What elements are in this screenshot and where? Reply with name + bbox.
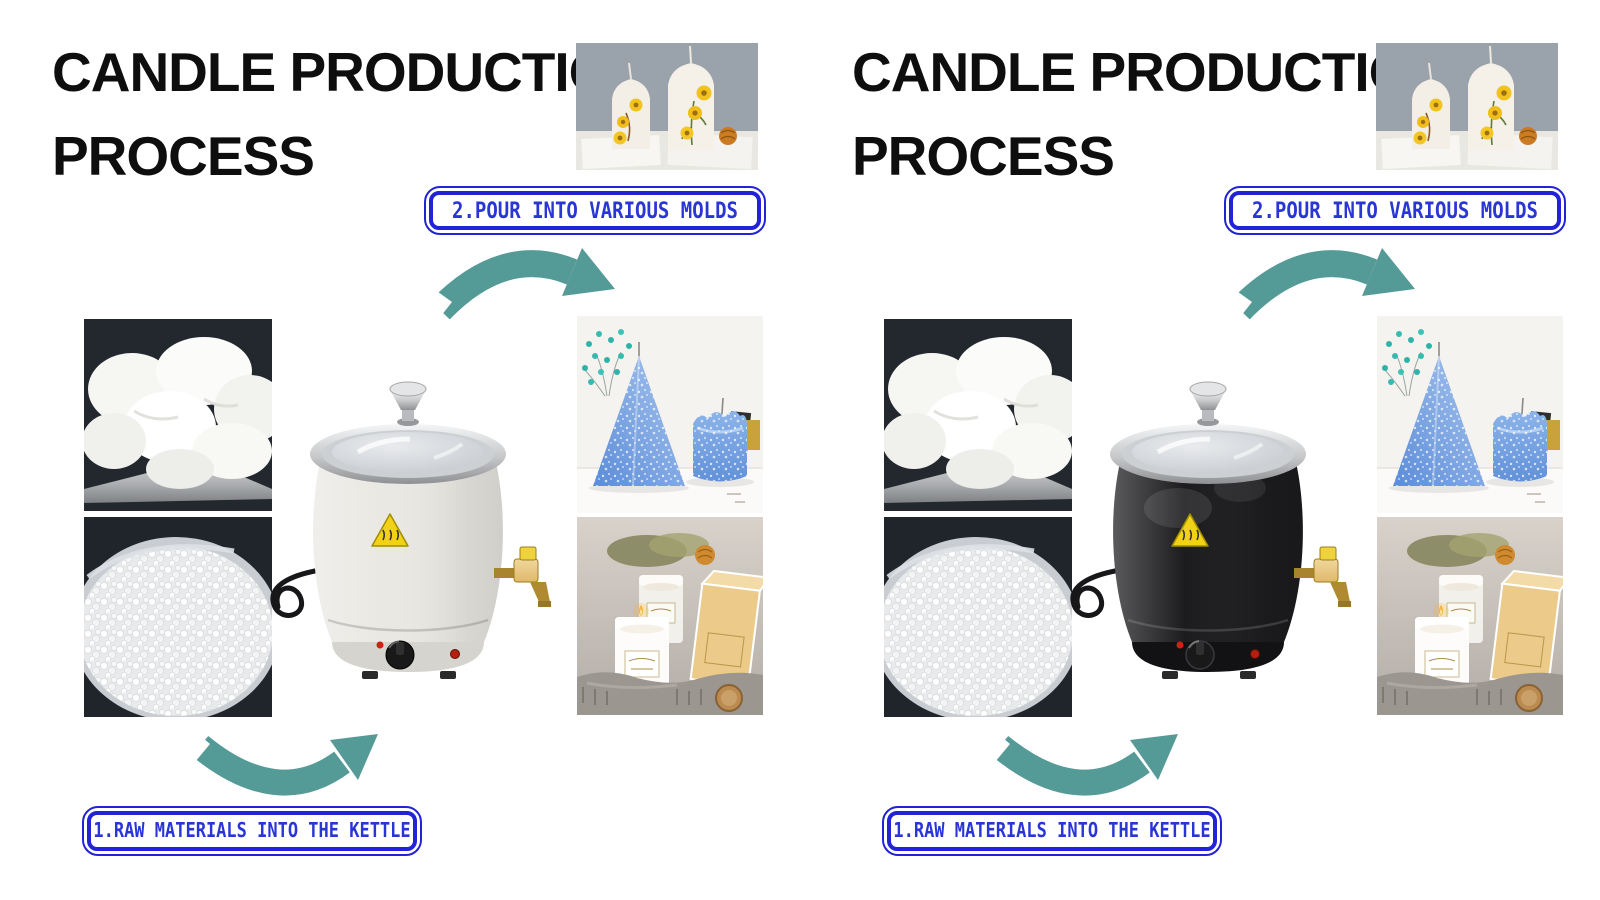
title-line-2: PROCESS	[52, 125, 315, 187]
arrow-raw-to-kettle	[184, 716, 386, 804]
raw-wax-chunks-photo	[84, 319, 272, 511]
step-1-label-box: 1.RAW MATERIALS INTO THE KETTLE	[882, 806, 1222, 856]
teal-dried-flowers	[1382, 329, 1432, 397]
finished-candles-photo	[1376, 43, 1558, 170]
step-2-label: 2.POUR INTO VARIOUS MOLDS	[452, 197, 738, 224]
finished-candles-photo	[576, 43, 758, 170]
step-2-label-inner: 2.POUR INTO VARIOUS MOLDS	[429, 191, 761, 230]
step-1-label-box: 1.RAW MATERIALS INTO THE KETTLE	[82, 806, 422, 856]
brass-tap	[1294, 546, 1351, 607]
blue-mold-candles-photo	[577, 316, 763, 513]
blue-mold-candles-photo	[1377, 316, 1563, 513]
title-line-1: CANDLE PRODUCTION	[852, 41, 1450, 103]
arrow-kettle-to-molds	[1224, 236, 1426, 334]
sunflower-dots	[613, 85, 712, 145]
process-panel-black-kettle: CANDLE PRODUCTION PROCESS	[800, 0, 1600, 900]
page-title: CANDLE PRODUCTION PROCESS	[52, 30, 650, 198]
arrow-kettle-to-molds	[424, 236, 626, 334]
heat-warning-icon	[371, 513, 409, 547]
sunflower-dots	[1413, 85, 1512, 145]
arrow-raw-to-kettle	[984, 716, 1186, 804]
step-2-label: 2.POUR INTO VARIOUS MOLDS	[1252, 197, 1538, 224]
step-2-label-box: 2.POUR INTO VARIOUS MOLDS	[424, 186, 766, 235]
step-1-label: 1.RAW MATERIALS INTO THE KETTLE	[93, 819, 411, 843]
jar-candles-gift-box-photo	[1377, 517, 1563, 715]
wax-melting-kettle-black	[1058, 358, 1358, 693]
gift-box	[689, 569, 763, 688]
page-title: CANDLE PRODUCTION PROCESS	[852, 30, 1450, 198]
brass-tap	[494, 546, 551, 607]
step-2-label-box: 2.POUR INTO VARIOUS MOLDS	[1224, 186, 1566, 235]
raw-wax-pellets-photo	[84, 517, 272, 717]
heat-warning-icon	[1171, 513, 1209, 547]
gift-box	[1489, 569, 1563, 688]
wax-melting-kettle-white	[258, 358, 558, 693]
teal-dried-flowers	[582, 329, 632, 397]
raw-wax-chunks-photo	[884, 319, 1072, 511]
title-line-2: PROCESS	[852, 125, 1115, 187]
title-line-1: CANDLE PRODUCTION	[52, 41, 650, 103]
process-panel-white-kettle: CANDLE PRODUCTION PROCESS	[52, 30, 766, 856]
step-1-label-inner: 1.RAW MATERIALS INTO THE KETTLE	[87, 811, 417, 851]
step-1-label-inner: 1.RAW MATERIALS INTO THE KETTLE	[887, 811, 1217, 851]
step-1-label: 1.RAW MATERIALS INTO THE KETTLE	[893, 819, 1211, 843]
step-2-label-inner: 2.POUR INTO VARIOUS MOLDS	[1229, 191, 1561, 230]
raw-wax-pellets-photo	[884, 517, 1072, 717]
jar-candles-gift-box-photo	[577, 517, 763, 715]
